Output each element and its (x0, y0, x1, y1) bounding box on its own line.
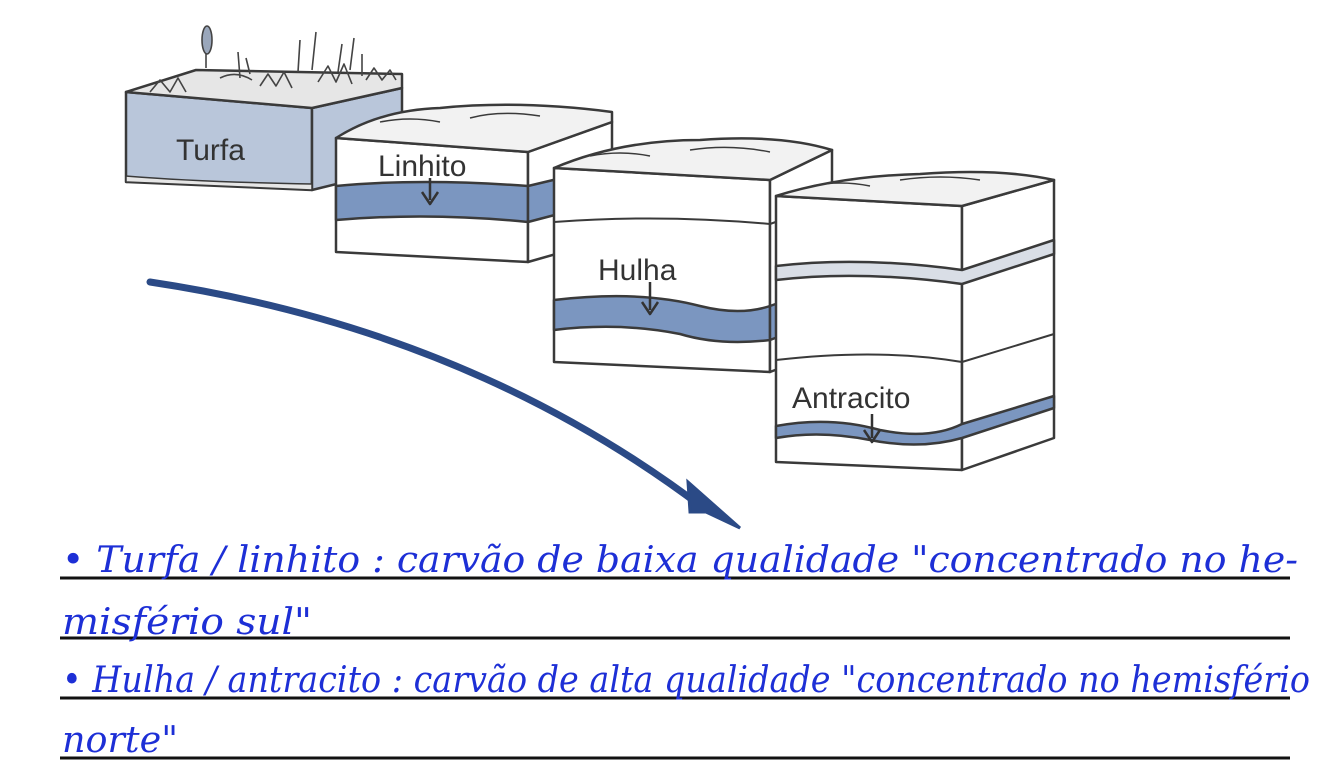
antracito-arrow (862, 414, 882, 444)
hulha-arrow (640, 282, 660, 316)
note-line-1: • Turfa / linhito : carvão de baixa qual… (62, 540, 1298, 581)
note-line-2: misfério sul" (62, 602, 312, 643)
progression-arrow (146, 278, 710, 514)
linhito-top-face (334, 103, 614, 154)
turfa-top-face (124, 68, 404, 110)
turfa-vegetation (149, 25, 397, 93)
label-turfa: Turfa (176, 134, 245, 167)
progression-arrowhead (686, 478, 741, 530)
antracito-strata-line (775, 333, 1055, 363)
label-hulha: Hulha (598, 254, 677, 287)
turfa-bottom-stripe (125, 175, 313, 191)
label-antracito: Antracito (792, 382, 910, 415)
note-line-3: • Hulha / antracito : carvão de alta qua… (62, 660, 1310, 701)
linhito-arrow (420, 178, 440, 206)
hulha-top-face (552, 137, 834, 182)
antracito-coal-seam (774, 394, 1056, 446)
label-linhito: Linhito (378, 150, 466, 183)
ruled-lines (60, 576, 1290, 760)
antracito-block (774, 170, 1056, 472)
hulha-strata-line (553, 201, 833, 225)
note-line-4: norte" (62, 720, 178, 761)
antracito-light-seam (774, 238, 1056, 286)
